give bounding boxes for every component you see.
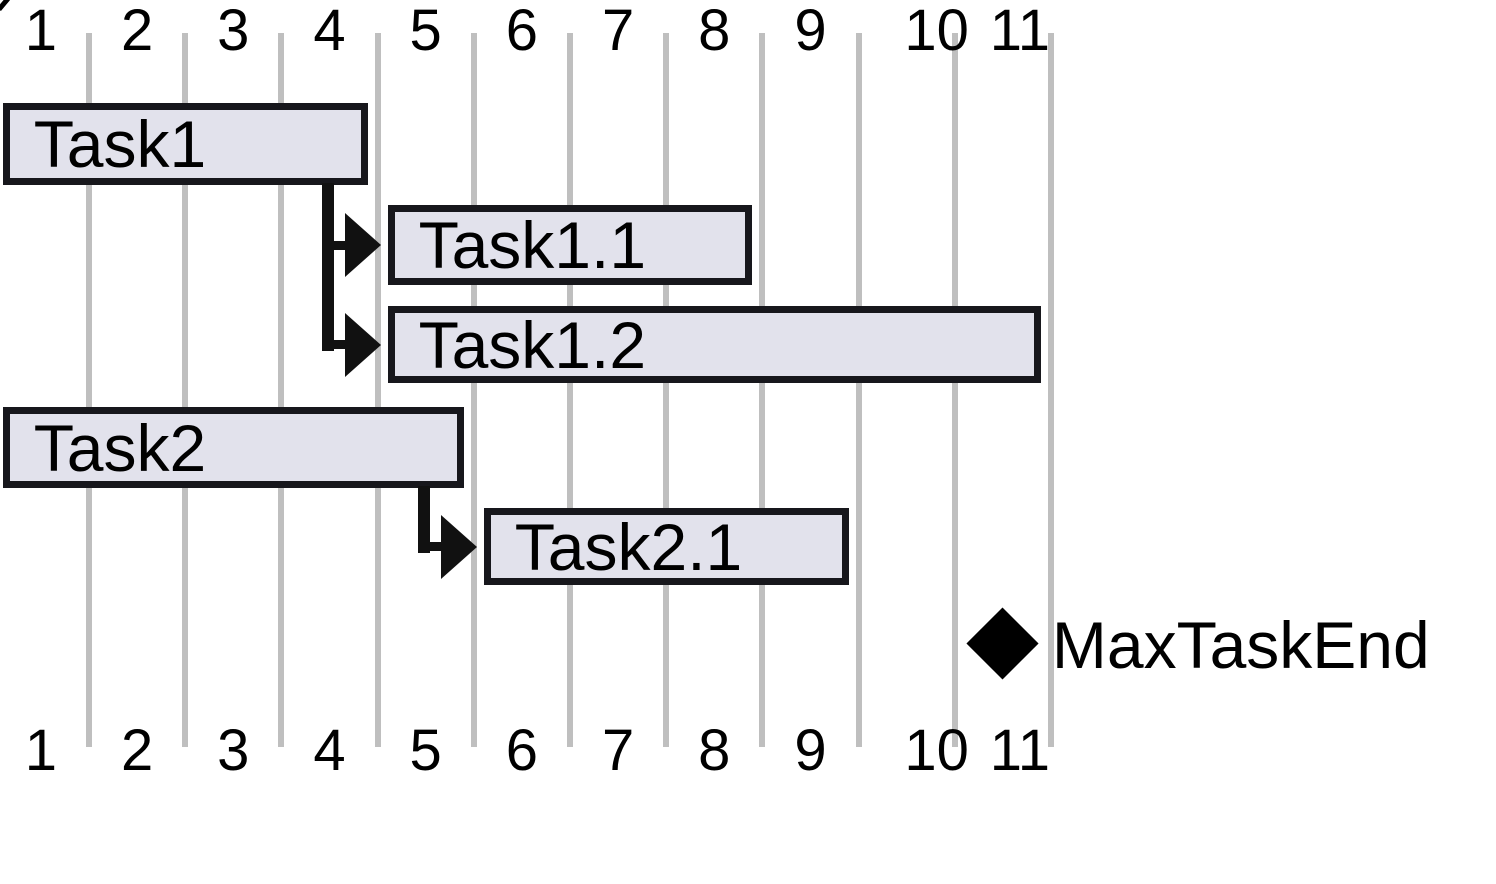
task-bar-task1-2: Task1.2	[387, 306, 1041, 383]
gridline-5	[470, 33, 477, 747]
axis-top-tick-1: 1	[24, 0, 58, 63]
arrowhead-icon-Task2-to-Task2.1	[440, 514, 477, 579]
axis-bottom-tick-2: 2	[120, 718, 154, 783]
gridline-8	[759, 33, 766, 747]
milestone-diamond-icon	[966, 606, 1039, 680]
axis-top-tick-10: 10	[904, 0, 969, 63]
gridline-11	[1048, 33, 1054, 747]
gridline-9	[855, 33, 862, 747]
arrowhead-icon-Task1-to-Task1.2	[344, 312, 381, 377]
axis-bottom-tick-6: 6	[505, 718, 539, 783]
gridline-2	[182, 33, 189, 747]
axis-top-tick-9: 9	[794, 0, 827, 63]
axis-bottom-tick-8: 8	[698, 718, 731, 783]
axis-bottom-tick-1: 1	[24, 718, 58, 783]
task-bar-label: Task1.2	[418, 307, 647, 382]
task-bar-task2: Task2	[2, 407, 464, 488]
arrowhead-icon-Task1-to-Task1.1	[344, 213, 381, 277]
task-bar-label: Task2	[33, 410, 207, 485]
axis-top-tick-3: 3	[217, 0, 250, 63]
axis-bottom-tick-3: 3	[217, 718, 250, 783]
gridline-6	[567, 33, 573, 747]
axis-top-tick-5: 5	[409, 0, 442, 63]
axis-bottom-tick-5: 5	[409, 718, 442, 783]
connector-vline-Task2	[417, 486, 430, 553]
milestone-label: MaxTaskEnd	[1051, 608, 1430, 682]
gridline-3	[278, 33, 285, 747]
task-bar-task2-1: Task2.1	[483, 508, 849, 585]
task-bar-label: Task1.1	[418, 208, 647, 282]
axis-top-tick-8: 8	[698, 0, 731, 63]
axis-top-tick-11: 11	[989, 0, 1050, 63]
axis-top-tick-4: 4	[313, 0, 346, 63]
gridline-4	[374, 33, 381, 747]
corner-artifact-mark	[0, 0, 10, 11]
axis-bottom-tick-7: 7	[601, 718, 635, 783]
axis-top-tick-6: 6	[505, 0, 539, 63]
axis-top-tick-7: 7	[601, 0, 635, 63]
gridline-1	[86, 33, 92, 747]
connector-vline-Task1	[321, 183, 334, 351]
axis-bottom-tick-4: 4	[313, 718, 346, 783]
axis-bottom-tick-10: 10	[904, 718, 969, 783]
gridline-10	[951, 33, 958, 747]
task-bar-task1-1: Task1.1	[387, 205, 753, 285]
gridline-7	[663, 33, 670, 747]
task-bar-label: Task2.1	[514, 509, 743, 584]
axis-bottom-tick-11: 11	[989, 718, 1050, 783]
task-bar-task1: Task1	[2, 103, 368, 185]
task-bar-label: Task1	[33, 107, 207, 181]
axis-top-tick-2: 2	[120, 0, 154, 63]
axis-bottom-tick-9: 9	[794, 718, 827, 783]
